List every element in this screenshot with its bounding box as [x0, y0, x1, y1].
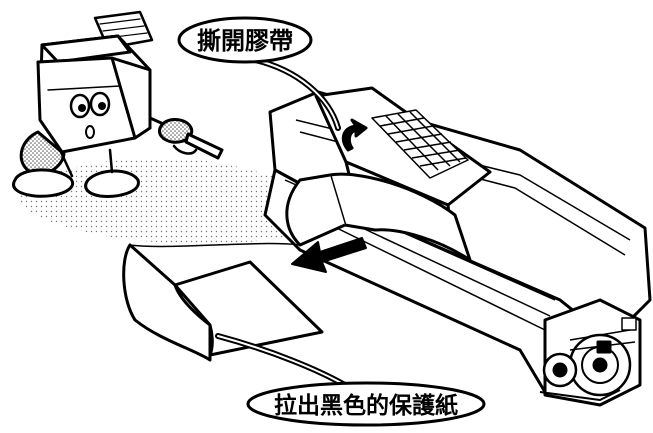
printer-mascot-icon	[12, 10, 224, 198]
pull-paper-label: 拉出黑色的保護紙	[274, 392, 458, 419]
tear-tape-label: 撕開膠帶	[197, 27, 293, 55]
pull-arrow-icon	[291, 237, 367, 273]
callout-tear-tape: 撕開膠帶	[177, 16, 341, 131]
gear-end-cap	[542, 298, 642, 407]
protective-paper	[122, 172, 472, 362]
callout-pull-paper: 拉出黑色的保護紙	[215, 333, 486, 427]
seal-tab-grid	[371, 109, 469, 179]
